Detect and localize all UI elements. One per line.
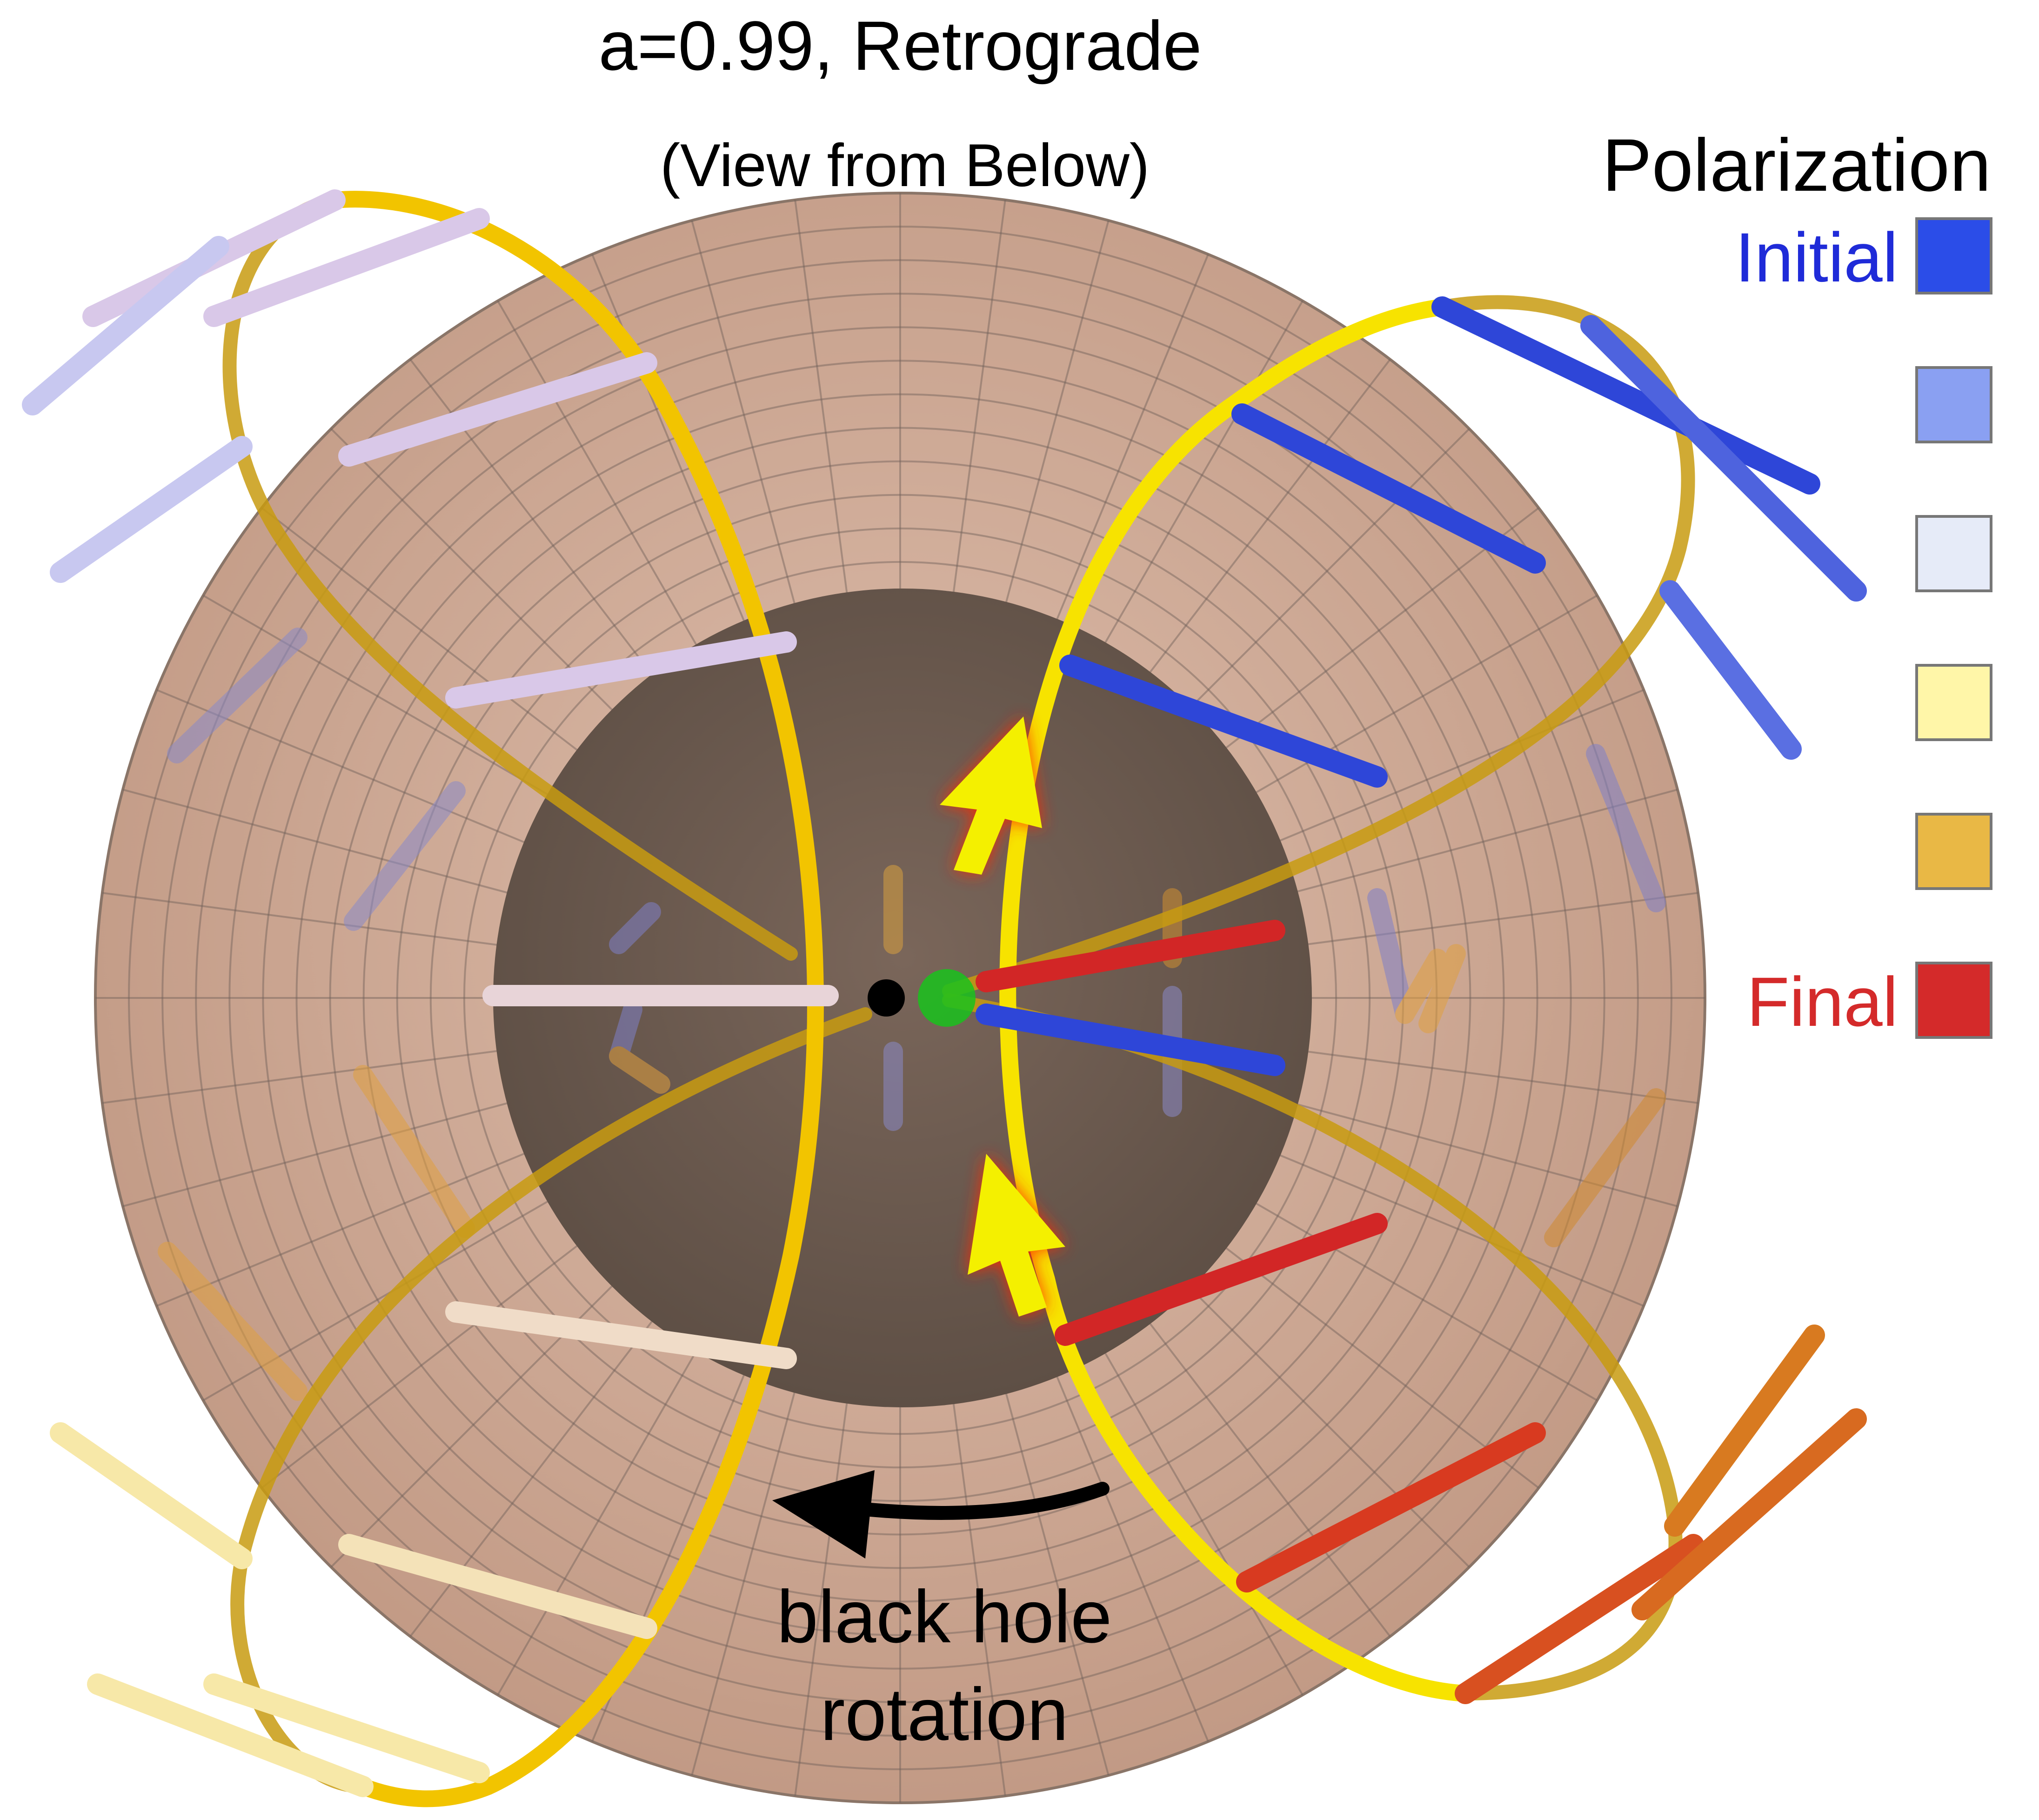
polarization-stick-23	[1664, 1325, 1825, 1537]
mesh-ring	[262, 360, 1538, 1636]
right-orbit-back-lower	[942, 993, 1683, 1700]
left-orbit-back-lower	[230, 1007, 872, 1793]
polarization-stick-21	[1455, 1534, 1704, 1704]
mesh-ring	[128, 226, 1672, 1770]
figure-title: a=0.99, Retrograde	[599, 7, 1202, 85]
left-orbit-back	[222, 193, 798, 961]
back-polarization-sticks	[158, 628, 1666, 1401]
legend-label-5: Final	[1747, 963, 1898, 1041]
rotation-arrow	[772, 1470, 1110, 1559]
polarization-stick-5	[445, 1301, 797, 1369]
right-orbit-front	[999, 299, 1474, 1702]
polarization-stick-2	[338, 352, 657, 467]
legend-label-0: Initial	[1735, 218, 1898, 296]
rotation-label-line1: black hole	[777, 1575, 1112, 1658]
polarization-stick-17	[976, 1004, 1285, 1076]
direction-arrows	[940, 716, 1065, 1317]
legend-swatch-5	[1915, 962, 1992, 1039]
rotation-label-line2: rotation	[820, 1673, 1069, 1756]
legend-swatch-1	[1915, 366, 1992, 443]
mesh-ring	[429, 527, 1371, 1469]
polarization-sticks	[22, 189, 1867, 1797]
polarization-stick-6	[338, 1534, 657, 1639]
mesh-ring	[228, 326, 1572, 1670]
singularity	[868, 969, 976, 1027]
upper-direction-arrow	[940, 716, 1042, 875]
lower-direction-arrow	[968, 1154, 1065, 1317]
polarization-stick-19	[1055, 1213, 1388, 1346]
polarization-stick-16	[1659, 580, 1802, 760]
polarization-stick-12	[1431, 296, 1820, 495]
polarization-stick-10	[50, 436, 253, 583]
legend-swatch-2	[1915, 515, 1992, 592]
left-orbit-front	[327, 191, 824, 1807]
polarization-stick-7	[203, 1673, 490, 1783]
polarization-stick-3	[445, 631, 797, 709]
polarization-stick-11	[22, 236, 229, 415]
polarization-stick-1	[203, 208, 490, 327]
legend-swatch-0	[1915, 217, 1992, 294]
polarization-stick-14	[1059, 655, 1388, 788]
orbits	[222, 191, 1695, 1807]
polarization-stick-18	[976, 920, 1285, 992]
legend-swatch-4	[1915, 813, 1992, 890]
mesh-ring	[161, 259, 1639, 1737]
polarization-stick-9	[87, 1673, 374, 1797]
polarization-stick-20	[1236, 1422, 1546, 1592]
mesh-ring	[329, 427, 1471, 1569]
mesh-ring	[463, 561, 1337, 1435]
polarization-stick-22	[1631, 1408, 1867, 1620]
polarization-stick-8	[50, 1422, 253, 1569]
legend-swatch-3	[1915, 664, 1992, 741]
mesh-ring	[195, 293, 1605, 1703]
polarization-stick-13	[1231, 403, 1546, 574]
polarization-stick-15	[1580, 315, 1867, 602]
mesh-ring	[295, 393, 1505, 1603]
figure-subtitle: (View from Below)	[660, 131, 1150, 199]
legend-heading: Polarization	[1602, 123, 1991, 207]
